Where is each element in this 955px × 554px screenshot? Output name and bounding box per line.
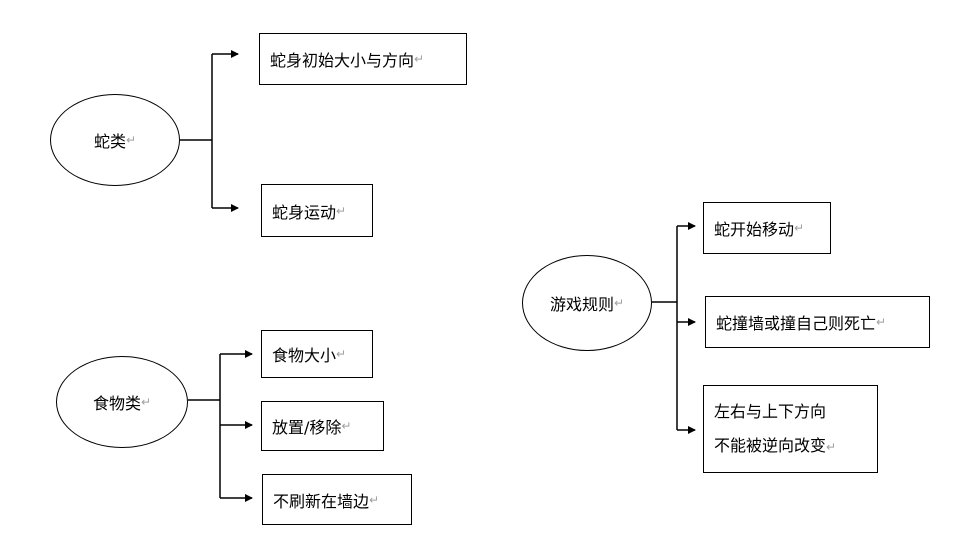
return-mark: ↵ [369,492,380,507]
rules-item-no-reverse: 左右与上下方向 不能被逆向改变↵ [703,385,878,473]
return-mark: ↵ [613,296,625,310]
food-item-size: 食物大小↵ [261,330,373,378]
return-mark: ↵ [140,395,152,409]
snake-class-node: 蛇类↵ [50,94,180,186]
rules-item-label: 蛇开始移动 [714,220,795,239]
snake-item-label: 蛇身运动 [272,202,337,222]
snake-item-label: 蛇身初始大小与方向 [270,51,415,70]
return-mark: ↵ [826,439,837,454]
return-mark: ↵ [341,419,352,433]
return-mark: ↵ [336,347,347,361]
snake-item-initial-size: 蛇身初始大小与方向↵ [259,33,467,85]
return-mark: ↵ [336,203,347,218]
rules-item-line1: 左右与上下方向 [714,401,827,421]
snake-item-movement: 蛇身运动↵ [261,184,373,237]
food-item-label: 不刷新在墙边 [273,491,370,511]
snake-class-label: 蛇类 [93,132,126,151]
food-item-place-remove: 放置/移除↵ [261,401,384,451]
rules-class-node: 游戏规则↵ [522,255,652,351]
rules-item-start-moving: 蛇开始移动↵ [703,202,831,254]
return-mark: ↵ [125,133,137,147]
rules-item-line2: 不能被逆向改变 [714,435,827,455]
return-mark: ↵ [876,315,887,329]
return-mark: ↵ [794,221,805,235]
rules-item-label: 蛇撞墙或撞自己则死亡 [716,314,877,333]
food-class-node: 食物类↵ [56,356,188,448]
return-mark: ↵ [414,52,425,66]
rules-item-line2-wrap: 不能被逆向改变↵ [714,429,836,464]
rules-class-label: 游戏规则 [549,295,614,314]
food-class-label: 食物类 [92,394,141,413]
food-item-label: 放置/移除 [272,418,342,437]
food-item-label: 食物大小 [272,346,337,365]
rules-item-death-condition: 蛇撞墙或撞自己则死亡↵ [705,296,930,348]
food-item-not-at-wall: 不刷新在墙边↵ [262,474,412,525]
